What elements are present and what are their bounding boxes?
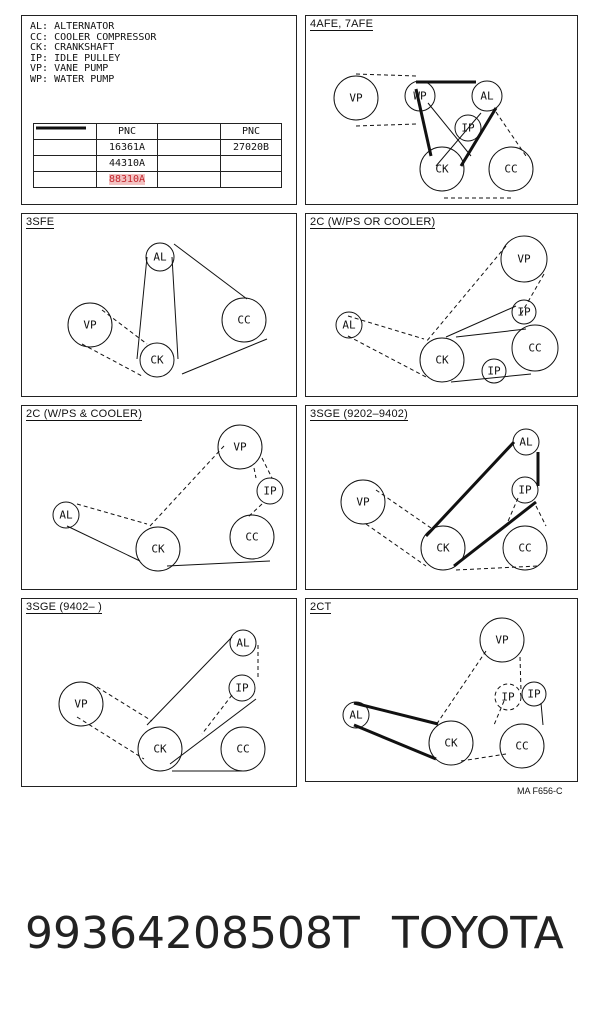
crankshaft-label: CK (444, 737, 458, 750)
table-header-row: PNC PNC (33, 123, 282, 140)
diagram-title: 2C (W/PS & COOLER) (26, 408, 143, 421)
crankshaft-label: CK (435, 163, 449, 176)
diagram-3sge-9402: 3SGE (9402– ) AL IP VP CK CC (21, 598, 297, 787)
legend-abbrev: CK: CRANKSHAFT (30, 42, 115, 53)
legend-abbrev: IP: IDLE PULLEY (30, 52, 121, 64)
pnc-cell: 44310A (96, 155, 158, 172)
header-cell: PNC (96, 123, 158, 140)
alternator-label: AL (349, 709, 363, 722)
legend-panel: AL: ALTERNATOR CC: COOLER COMPRESSOR CK:… (21, 15, 297, 205)
crankshaft-label: CK (153, 743, 167, 756)
idle-pulley-label: IP (461, 122, 475, 135)
cooler-compressor-label: CC (237, 314, 250, 327)
diagram-2ct: 2CT VP IP IP AL CK CC (305, 598, 578, 782)
diagram-2c-ps-and-cooler: 2C (W/PS & COOLER) VP IP AL CC CK (21, 405, 297, 590)
diagram-title: 2CT (310, 601, 332, 614)
figure-code: MA F656-C (517, 786, 563, 796)
header-cell: PNC (220, 123, 282, 140)
belt-diagram: VP IP AL CC CK IP (335, 235, 559, 384)
alternator-label: AL (59, 509, 73, 522)
alternator-label: AL (153, 251, 167, 264)
thick-line-swatch (33, 126, 97, 156)
belt-diagram: AL IP VP CK CC (340, 428, 548, 571)
table-row: 88310A (33, 127, 282, 188)
crankshaft-label: CK (435, 354, 449, 367)
belt-diagram: AL IP VP CK CC (58, 629, 266, 772)
vane-pump-label: VP (495, 634, 509, 647)
diagram-4afe-7afe: 4AFE, 7AFE VP WP AL IP CK CC (305, 15, 578, 205)
header-cell (157, 123, 221, 140)
empty-cell (157, 155, 221, 172)
diagram-title: 3SGE (9202–9402) (310, 408, 408, 421)
table-row: 44310A (33, 127, 282, 172)
crankshaft-label: CK (436, 542, 450, 555)
highlighted-pnc-link[interactable]: 88310A (108, 174, 146, 185)
vane-pump-label: VP (74, 698, 88, 711)
pnc-cell: 16361A (96, 139, 158, 156)
cooler-compressor-label: CC (236, 743, 249, 756)
belt-diagram: VP WP AL IP CK CC (333, 73, 534, 199)
legend-abbrev: VP: VANE PUMP (30, 63, 109, 74)
belt-diagram: VP IP IP AL CK CC (342, 617, 547, 769)
belt-diagram: AL VP CC CK (67, 242, 268, 378)
legend-abbrev: AL: ALTERNATOR (30, 21, 115, 32)
cooler-compressor-label: CC (528, 342, 541, 355)
belt-diagram: VP IP AL CC CK (52, 424, 284, 572)
cooler-compressor-label: CC (245, 531, 258, 544)
cooler-compressor-label: CC (515, 740, 528, 753)
diagram-3sfe: 3SFE AL VP CC CK (21, 213, 297, 397)
legend-abbrev: CC: COOLER COMPRESSOR (30, 31, 157, 43)
water-pump-label: WP (413, 90, 427, 103)
vane-pump-label: VP (349, 92, 363, 105)
part-number: 99364208508T (25, 908, 360, 959)
brand-name: TOYOTA (392, 908, 564, 959)
abbreviation-list: AL: ALTERNATOR CC: COOLER COMPRESSOR CK:… (30, 21, 157, 85)
idle-pulley-label: IP (487, 365, 501, 378)
idle-pulley-label: IP (235, 682, 249, 695)
diagram-3sge-9202-9402: 3SGE (9202–9402) AL IP VP CK CC (305, 405, 578, 590)
pnc-cell: 27020B (220, 139, 282, 156)
pnc-cell (220, 171, 282, 188)
diagram-2c-ps-or-cooler: 2C (W/PS OR COOLER) VP IP AL CC CK IP (305, 213, 578, 397)
idle-pulley-label: IP (518, 484, 532, 497)
vane-pump-label: VP (356, 496, 370, 509)
vane-pump-label: VP (83, 319, 97, 332)
cooler-compressor-label: CC (518, 542, 531, 555)
vane-pump-label: VP (233, 441, 247, 454)
alternator-label: AL (236, 637, 250, 650)
pnc-cell-highlighted[interactable]: 88310A (96, 171, 158, 188)
idle-pulley-label: IP (517, 306, 531, 319)
idle-pulley-label: IP (263, 485, 277, 498)
crankshaft-label: CK (150, 354, 164, 367)
diagram-title: 2C (W/PS OR COOLER) (310, 216, 436, 229)
thin-line-swatch (33, 127, 97, 188)
pnc-cell (220, 155, 282, 172)
dashed-line-swatch (33, 127, 97, 172)
legend-abbrev: WP: WATER PUMP (30, 73, 115, 85)
diagram-title: 4AFE, 7AFE (310, 18, 374, 31)
alternator-label: AL (519, 436, 533, 449)
idle-pulley-label: IP (527, 688, 541, 701)
alternator-label: AL (480, 90, 494, 103)
diagram-title: 3SGE (9402– ) (26, 601, 102, 614)
diagram-title: 3SFE (26, 216, 55, 229)
table-row: 16361A 27020B (33, 126, 282, 156)
cooler-compressor-label: CC (504, 163, 517, 176)
dash-dot-line-swatch (35, 127, 221, 156)
pnc-table: PNC PNC 16361A 27020B 44310A 88310A (33, 123, 282, 188)
idle-pulley-label: IP (501, 691, 515, 704)
alternator-label: AL (342, 319, 356, 332)
crankshaft-label: CK (151, 543, 165, 556)
empty-cell (157, 171, 221, 188)
vane-pump-label: VP (517, 253, 531, 266)
